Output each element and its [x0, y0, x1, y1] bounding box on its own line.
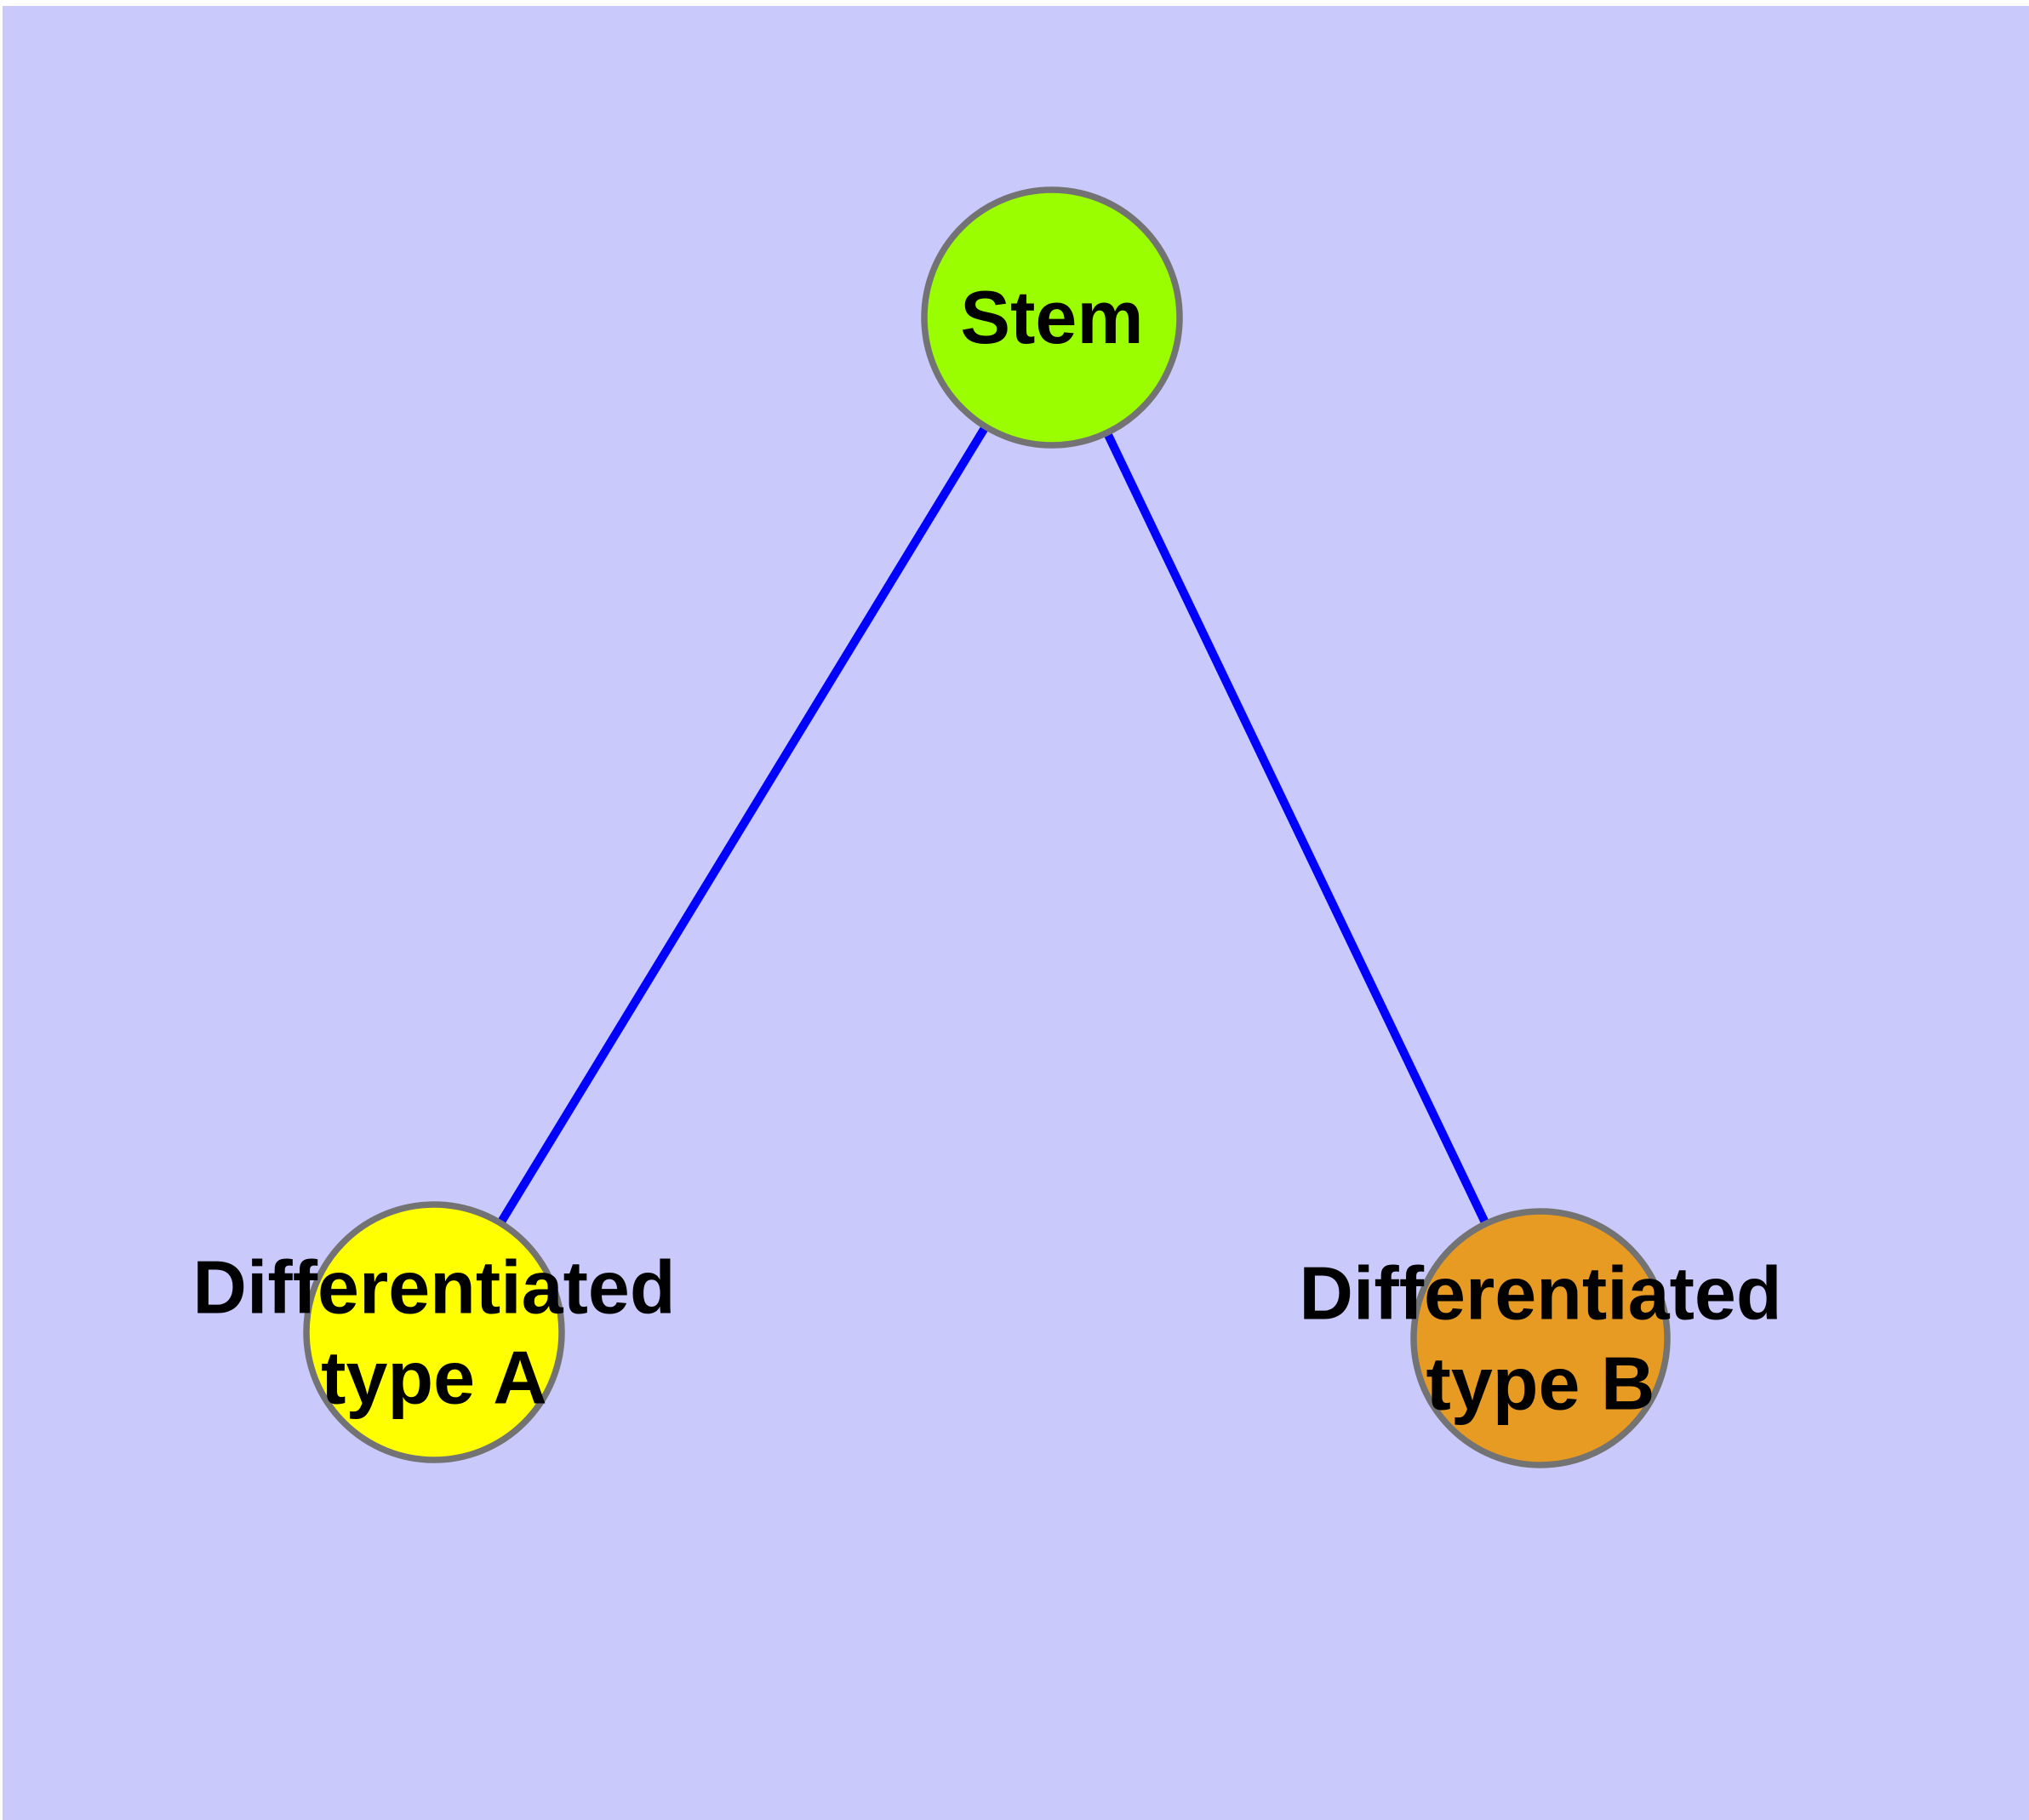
edge-stem-to-type-b	[1048, 315, 1545, 1341]
graph-canvas: Stem Differentiated type A Differentiate…	[3, 6, 2029, 1820]
graph-svg	[303, 186, 1671, 1468]
node-type-b-circle	[1410, 1208, 1671, 1468]
node-stem-circle	[921, 186, 1183, 449]
node-type-a-circle	[303, 1201, 565, 1463]
edge-stem-to-type-a	[430, 315, 1056, 1335]
